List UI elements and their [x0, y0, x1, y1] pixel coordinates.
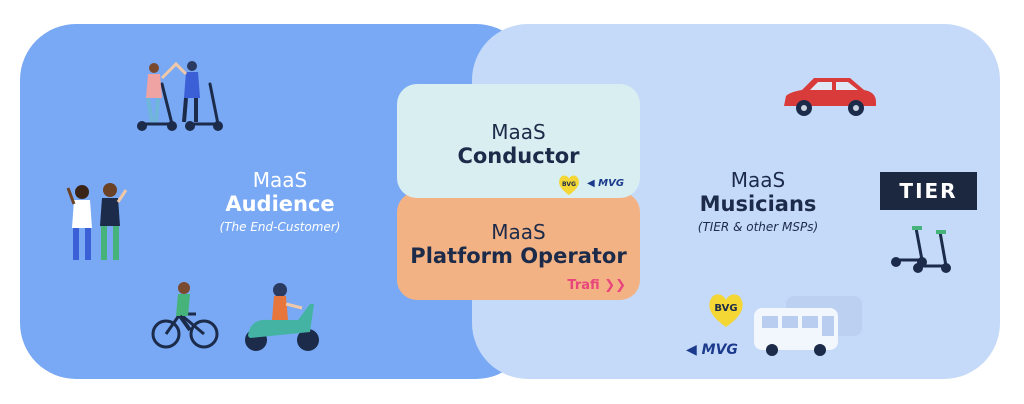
- moped-rider-icon: [245, 283, 319, 351]
- bvg-logo-small: BVG: [559, 175, 579, 195]
- audience-title: Audience: [225, 192, 335, 216]
- musicians-subtitle: (TIER & other MSPs): [697, 220, 819, 234]
- mvg-logo-small-text: MVG: [598, 178, 625, 189]
- tier-logo: TIER: [880, 172, 977, 210]
- audience-subtitle: (The End-Customer): [219, 220, 341, 234]
- bvg-logo-large: BVG: [709, 294, 743, 327]
- scooter-riders-high-five-icon: [137, 61, 223, 131]
- buses-icon: [754, 296, 862, 356]
- red-car-icon: [784, 78, 876, 116]
- mvg-logo-small: ◀ MVG: [587, 178, 625, 189]
- trafi-arrows-icon: ❯❯: [604, 278, 626, 293]
- operator-title: Platform Operator: [410, 244, 627, 268]
- trafi-logo-text: Trafi: [567, 278, 600, 293]
- musicians-line1: MaaS: [730, 168, 786, 192]
- audience-label: MaaS Audience (The End-Customer): [170, 168, 390, 234]
- conductor-title: Conductor: [457, 144, 580, 168]
- platform-operator-card: MaaS Platform Operator Trafi ❯❯: [397, 192, 640, 300]
- operator-line1: MaaS: [491, 220, 546, 244]
- trafi-logo: Trafi ❯❯: [567, 278, 626, 293]
- conductor-line1: MaaS: [491, 120, 546, 144]
- bvg-logo-small-text: BVG: [562, 181, 576, 188]
- bicycle-rider-icon: [151, 282, 219, 349]
- two-people-waving-icon: [66, 183, 128, 260]
- audience-line1: MaaS: [252, 168, 308, 192]
- e-scooters-icon: [891, 226, 951, 273]
- mvg-logo-large-text: MVG: [701, 342, 738, 358]
- conductor-card: MaaS Conductor BVG ◀ MVG: [397, 84, 640, 198]
- musicians-label: MaaS Musicians (TIER & other MSPs): [648, 168, 868, 234]
- mvg-logo-large: ◀ MVG: [686, 342, 738, 358]
- bvg-logo-large-text: BVG: [714, 303, 737, 314]
- musicians-title: Musicians: [699, 192, 817, 216]
